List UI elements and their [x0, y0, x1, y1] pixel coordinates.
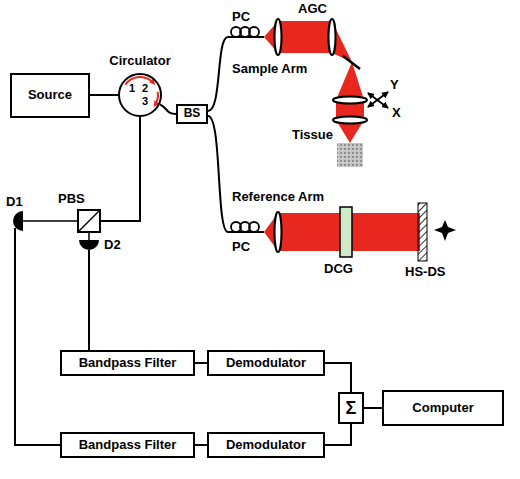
detector-label: D1: [6, 195, 23, 210]
diffraction-grating: [340, 207, 352, 257]
filter-box: Bandpass Filter: [60, 432, 195, 458]
node-text: Bandpass Filter: [79, 438, 177, 453]
fiber-line: [160, 104, 176, 114]
circulator: Circulator123: [118, 73, 162, 117]
part-label: Tissue: [292, 128, 333, 143]
signal-wire: [364, 407, 382, 409]
node-text: Demodulator: [226, 356, 306, 371]
part-label: AGC: [298, 2, 327, 17]
detector: [79, 240, 99, 250]
port-number: 2: [142, 82, 148, 95]
signal-wire: [195, 362, 207, 364]
scan-mirror: [343, 56, 360, 69]
source-box: Source: [10, 73, 90, 118]
filter-box: Bandpass Filter: [60, 350, 195, 376]
lens: [333, 97, 367, 104]
summer-box: Σ: [338, 392, 364, 424]
node-text: Σ: [346, 398, 357, 419]
scan-arrow: [368, 92, 388, 107]
lens: [275, 19, 282, 55]
port-number: 1: [129, 82, 135, 95]
demodulator-box: Demodulator: [207, 432, 325, 458]
beam-splitter: BS: [176, 104, 208, 124]
part-label: HS-DS: [405, 265, 445, 280]
detector-label: D2: [104, 238, 121, 253]
beam-line: [23, 220, 78, 222]
fiber-line: [90, 94, 118, 96]
pbs-diagonal: [78, 210, 100, 232]
lens: [333, 117, 367, 124]
scan-star: [434, 220, 456, 241]
node-text: Source: [28, 88, 72, 103]
signal-wire: [88, 250, 90, 350]
signal-wire: [15, 228, 60, 445]
scan-arrow: [368, 93, 388, 108]
tissue-sample: [337, 143, 363, 167]
signal-wire: [195, 444, 207, 446]
node-text: Computer: [412, 401, 473, 416]
circulator-arrow: [155, 92, 158, 105]
circle-outline: [118, 73, 162, 117]
arm-label: Reference Arm: [232, 190, 324, 205]
arm-label: Sample Arm: [232, 62, 307, 77]
node-text: Demodulator: [226, 438, 306, 453]
signal-wire: [325, 363, 351, 392]
part-label: PC: [232, 10, 250, 25]
polarization-controller: [231, 27, 259, 37]
computer-box: Computer: [382, 390, 504, 426]
signal-wire: [325, 424, 351, 445]
polarization-controller: [231, 222, 259, 232]
axis-label: Y: [390, 78, 399, 93]
node-text: BS: [184, 107, 201, 121]
node-text: Bandpass Filter: [79, 356, 177, 371]
port-number: 3: [142, 95, 148, 108]
demodulator-box: Demodulator: [207, 350, 325, 376]
reference-fiber: [208, 116, 264, 232]
axis-label: X: [392, 106, 401, 121]
scanning-mirror: [418, 203, 427, 261]
return-fiber: [100, 117, 140, 221]
polarizing-beamsplitter: [78, 210, 100, 232]
part-label: PC: [232, 240, 250, 255]
lens: [275, 212, 282, 252]
node-text: Circulator: [58, 54, 222, 69]
beam-line: [88, 232, 90, 240]
lens: [329, 19, 336, 55]
part-label: PBS: [58, 192, 85, 207]
part-label: DCG: [324, 262, 353, 277]
